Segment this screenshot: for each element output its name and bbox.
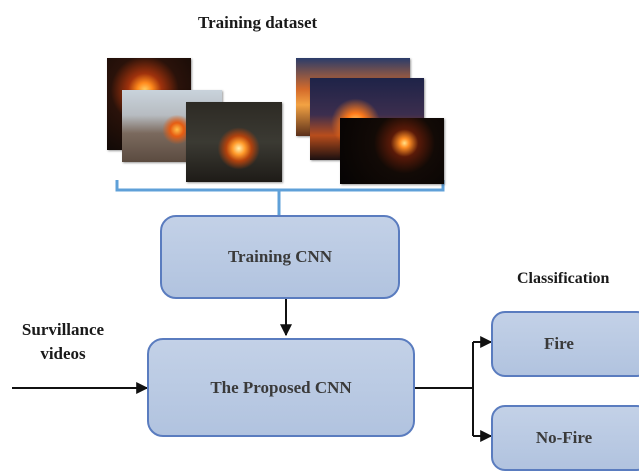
fire-label: Fire (544, 334, 574, 353)
proposed-cnn-label: The Proposed CNN (210, 377, 352, 397)
training-dataset-title: Training dataset (198, 13, 318, 32)
campfire-photo (186, 102, 282, 182)
fire-output-box: Fire (491, 311, 639, 377)
classification-label: Classification (517, 270, 610, 287)
proposed-cnn-box: The Proposed CNN (147, 338, 415, 437)
training-cnn-label: Training CNN (227, 247, 333, 266)
training-cnn-box: Training CNN (160, 215, 400, 299)
no-fire-output-box: No-Fire (491, 405, 639, 471)
night-fire-photo (340, 118, 444, 184)
no-fire-label: No-Fire (535, 428, 593, 447)
